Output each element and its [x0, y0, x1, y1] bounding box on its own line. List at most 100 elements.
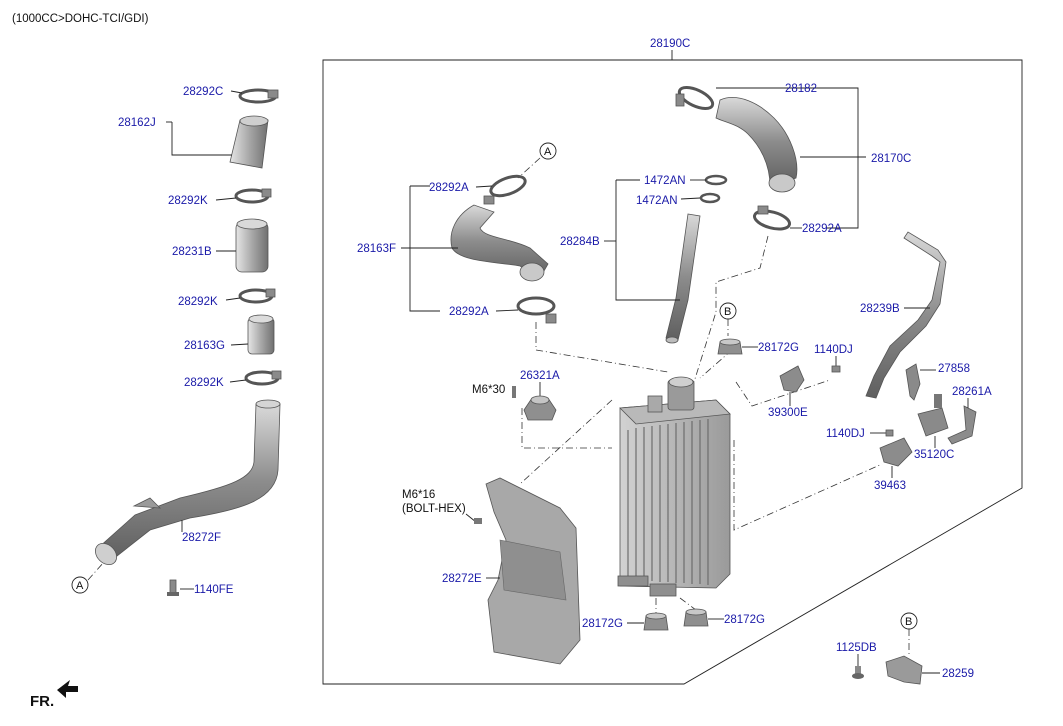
clamp-screw-28292A-2 [545, 313, 557, 324]
hose-28163F [450, 204, 549, 279]
pipe-28272F-bracket [132, 497, 162, 509]
part-label-39300E[interactable]: 39300E [768, 407, 808, 419]
callout-b-lower-text: B [905, 616, 912, 628]
leader-28292K-2 [225, 297, 241, 301]
hose-28261A [947, 405, 977, 445]
callout-a-left [71, 576, 89, 594]
part-label-28272E[interactable]: 28272E [442, 573, 482, 585]
bolt-1140DJ-1 [831, 365, 841, 373]
callout-a-upper [539, 142, 557, 160]
part-label-28172G-1[interactable]: 28172G [758, 342, 799, 354]
callout-a-upper-text: A [544, 146, 552, 158]
part-label-26321A[interactable]: 26321A [520, 370, 560, 382]
clamp-screw-28292A-3 [757, 205, 769, 215]
mount-28172G-3-top [685, 608, 707, 616]
dash-28172G-3 [679, 597, 697, 611]
part-label-1125DB[interactable]: 1125DB [836, 642, 877, 654]
part-label-28170C[interactable]: 28170C [871, 153, 911, 165]
sensor-39300E [779, 365, 805, 393]
part-label-28292A-3[interactable]: 28292A [802, 223, 842, 235]
bolt-m6x30 [512, 386, 516, 398]
clamp-screw-28182 [675, 93, 685, 107]
bolt-1125DB [855, 666, 861, 676]
direction-arrow-icon [57, 680, 78, 698]
part-label-1472AN-2[interactable]: 1472AN [636, 195, 678, 207]
part-label-28292K-1[interactable]: 28292K [168, 195, 208, 207]
hose-28284B-end [665, 336, 679, 344]
part-label-35120C[interactable]: 35120C [914, 449, 954, 461]
part-label-1140DJ-2[interactable]: 1140DJ [826, 428, 865, 440]
clamp-screw-28292K-2 [265, 288, 276, 298]
part-label-28163F[interactable]: 28163F [357, 243, 396, 255]
part-label-28292A-2[interactable]: 28292A [449, 306, 489, 318]
part-label-28272F[interactable]: 28272F [182, 532, 221, 544]
pipe-28239B [865, 231, 947, 399]
part-label-28292K-2[interactable]: 28292K [178, 296, 218, 308]
hose-28170C-end [768, 173, 796, 193]
leader-28292A-1 [475, 185, 493, 188]
hose-28284B [665, 213, 701, 341]
clamp-28182 [677, 85, 715, 111]
hose-28163F-end [519, 262, 545, 282]
bolt-1140FE [169, 579, 177, 595]
part-label-28182[interactable]: 28182 [785, 83, 817, 95]
bolt-1140FE-head [167, 592, 179, 596]
clamp-screw-28292K-1 [261, 188, 272, 198]
clamp-28292A-1 [489, 174, 527, 198]
engine-spec-title: (1000CC>DOHC-TCI/GDI) [12, 13, 149, 25]
direction-label: FR. [30, 693, 54, 710]
part-label-28261A[interactable]: 28261A [952, 386, 992, 398]
dash-28292A-2 [535, 322, 669, 373]
part-label-28292A-1[interactable]: 28292A [429, 182, 469, 194]
hose-28163G-top [248, 314, 274, 324]
leader-1472AN-2 [680, 197, 701, 200]
dash-26321A [521, 408, 612, 449]
air-guide-28272E-face [499, 539, 567, 601]
coupler-28231B [235, 221, 269, 273]
part-label-28172G-2[interactable]: 28172G [582, 618, 623, 630]
part-label-28239B[interactable]: 28239B [860, 303, 900, 315]
clamp-screw-28292C [267, 89, 279, 99]
bracket-39463 [879, 437, 913, 467]
part-label-28162J[interactable]: 28162J [118, 117, 156, 129]
part-label-28284B[interactable]: 28284B [560, 236, 600, 248]
part-label-1472AN-1[interactable]: 1472AN [644, 175, 686, 187]
pipe-28272F-end [94, 542, 118, 566]
part-label-28172G-3[interactable]: 28172G [724, 614, 765, 626]
part-label-28292K-3[interactable]: 28292K [184, 377, 224, 389]
callout-a-left-text: A [76, 580, 84, 592]
leader-28292C [230, 90, 243, 94]
part-label-28190C[interactable]: 28190C [650, 38, 690, 50]
part-label-39463[interactable]: 39463 [874, 480, 906, 492]
dash-1140DJ-1 [735, 379, 831, 407]
hose-28162J-end [239, 115, 269, 127]
part-label-28259[interactable]: 28259 [942, 668, 974, 680]
leader-28292K-3 [229, 379, 247, 383]
assembly-frame [322, 59, 1023, 685]
bolt-m6x16 [474, 518, 482, 524]
part-label-27858[interactable]: 27858 [938, 363, 970, 375]
intercooler-28190C [617, 376, 731, 597]
valve-35120C-stem [934, 394, 942, 408]
hose-28162J [229, 119, 269, 169]
mount-28172G-1-top [719, 338, 741, 346]
leader-28163G [230, 343, 249, 346]
part-label-28163G[interactable]: 28163G [184, 340, 225, 352]
leader-28292K-1 [215, 197, 237, 201]
part-label-28292C[interactable]: 28292C [183, 86, 223, 98]
clamp-28292A-2 [516, 296, 556, 316]
bolt-1140DJ-2 [885, 429, 894, 437]
valve-35120C [917, 407, 949, 437]
clamp-screw-28292A-1 [483, 195, 495, 205]
bolt-1125DB-head [852, 673, 864, 679]
callout-b-mid-text: B [724, 306, 731, 318]
part-label-1140FE[interactable]: 1140FE [194, 584, 234, 596]
pipe-28272F-top [255, 399, 281, 409]
clamp-1472AN-2 [699, 192, 721, 204]
part-label-28231B[interactable]: 28231B [172, 246, 212, 258]
leader-28292A-2 [495, 309, 519, 312]
clamp-1472AN-1 [704, 174, 728, 186]
leader-28284B-bracket [615, 180, 680, 301]
part-label-1140DJ-1[interactable]: 1140DJ [814, 344, 853, 356]
